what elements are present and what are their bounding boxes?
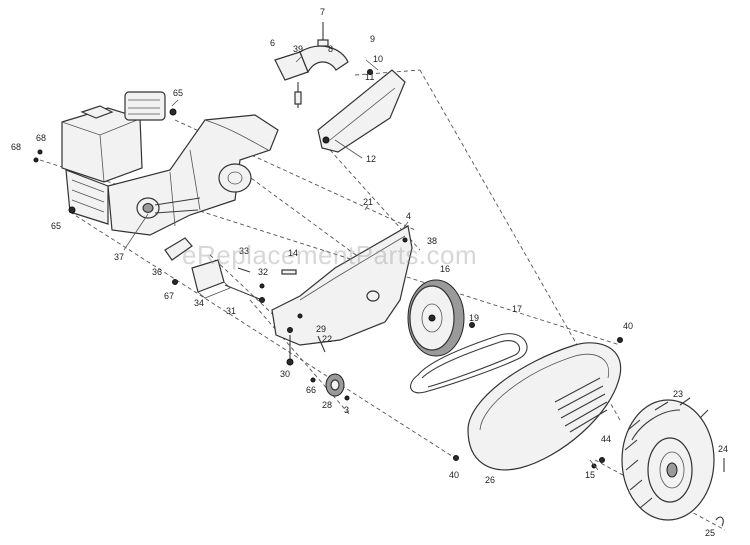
label-part-24: 24 [718, 444, 728, 454]
label-part-8: 8 [328, 44, 333, 54]
drive-belt [410, 333, 528, 394]
leader-lines [123, 55, 599, 471]
label-part-16: 16 [440, 264, 450, 274]
label-part-36: 36 [152, 267, 162, 277]
label-part-17: 17 [512, 304, 522, 314]
label-part-44: 44 [601, 434, 611, 444]
label-part-6: 6 [270, 38, 275, 48]
label-part-31: 31 [226, 306, 236, 316]
label-part-9: 9 [370, 34, 375, 44]
idler-pulley [310, 373, 350, 401]
label-part-11: 11 [365, 72, 374, 82]
label-part-23: 23 [673, 389, 683, 399]
label-part-19: 19 [469, 313, 479, 323]
label-part-26: 26 [485, 475, 495, 485]
engine-assembly [33, 91, 279, 236]
part-number-labels: 7 6 39 8 9 10 11 12 65 68 68 65 37 21 4 … [11, 7, 728, 538]
label-part-22: 22 [322, 334, 332, 344]
belt-guide-bracket [274, 22, 406, 153]
label-part-39: 39 [293, 44, 303, 54]
label-part-25: 25 [705, 528, 715, 538]
label-part-34: 34 [194, 298, 204, 308]
label-part-3: 3 [344, 405, 349, 415]
tiller-wheel [591, 397, 725, 527]
label-part-15: 15 [585, 470, 595, 480]
label-part-67: 67 [164, 291, 174, 301]
label-part-68-left: 68 [11, 142, 21, 152]
label-part-4: 4 [406, 211, 411, 221]
label-part-37: 37 [114, 252, 124, 262]
label-part-40-lower: 40 [449, 470, 459, 480]
label-part-38: 38 [427, 236, 437, 246]
label-part-65-lower: 65 [51, 221, 61, 231]
label-part-40-upper: 40 [623, 321, 633, 331]
label-part-7: 7 [320, 7, 325, 17]
label-part-29: 29 [316, 324, 326, 334]
label-part-33: 33 [239, 246, 249, 256]
belt-cover-plate [271, 225, 413, 366]
label-part-28: 28 [322, 400, 332, 410]
label-part-21: 21 [363, 197, 373, 207]
label-part-12: 12 [366, 154, 376, 164]
label-part-14: 14 [288, 248, 298, 258]
label-part-68-right: 68 [36, 133, 46, 143]
mounting-brackets [164, 237, 297, 303]
label-part-10: 10 [373, 54, 383, 64]
drive-pulley [407, 279, 475, 357]
label-part-66: 66 [306, 385, 316, 395]
belt-guard [453, 337, 623, 471]
label-part-32: 32 [258, 267, 268, 277]
label-part-65-upper: 65 [173, 88, 183, 98]
label-part-30: 30 [280, 369, 290, 379]
